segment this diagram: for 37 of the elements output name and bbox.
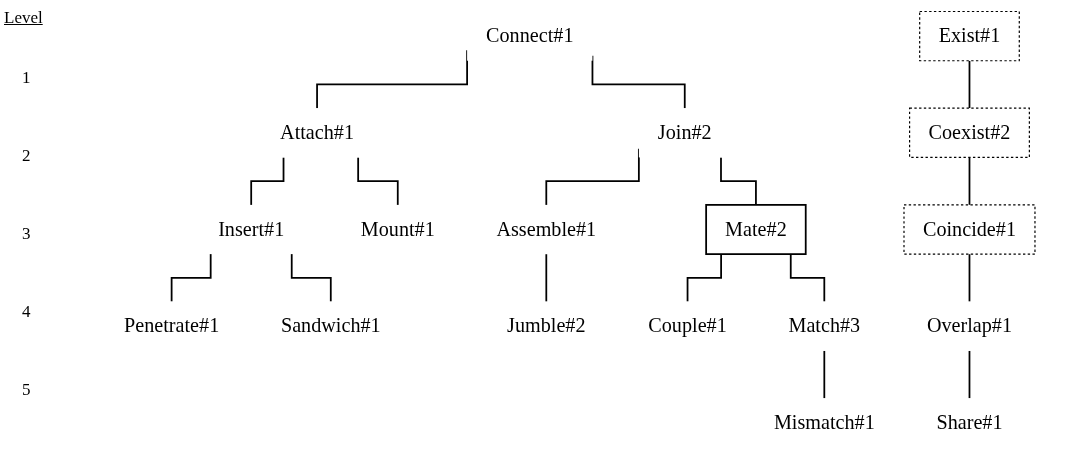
- node-text: Insert#1: [218, 217, 285, 241]
- connector: [290, 253, 332, 303]
- connector: [357, 156, 399, 206]
- node-box: Mate#2: [705, 204, 807, 255]
- node-text: Connect#1: [486, 24, 574, 48]
- connector: [968, 59, 971, 110]
- node-box: Exist#1: [919, 10, 1020, 62]
- level-number: 2: [22, 146, 31, 166]
- level-number: 1: [22, 68, 31, 88]
- node-text: Mismatch#1: [773, 411, 875, 434]
- axis-heading: Level: [4, 8, 43, 28]
- connector: [823, 349, 826, 400]
- node-text: Attach#1: [280, 121, 355, 144]
- connector: [545, 253, 548, 303]
- connector: [250, 156, 285, 206]
- connector: [789, 253, 826, 303]
- node-text: Overlap#1: [926, 314, 1013, 338]
- node-box: Coexist#2: [909, 107, 1030, 158]
- connector: [720, 156, 757, 206]
- node-text: Penetrate#1: [124, 314, 220, 338]
- connector: [968, 349, 971, 400]
- level-number: 4: [22, 302, 31, 322]
- node-text: Assemble#1: [496, 217, 597, 241]
- node-text: Jumble#2: [507, 314, 586, 338]
- node-text: Share#1: [936, 411, 1003, 434]
- node-text: Match#3: [788, 314, 861, 338]
- connector: [968, 253, 971, 303]
- connector: [170, 253, 212, 303]
- level-number: 3: [22, 224, 31, 244]
- node-text: Mount#1: [360, 217, 435, 241]
- level-number: 5: [22, 380, 31, 400]
- node-box: Coincide#1: [903, 204, 1036, 255]
- node-text: Join#2: [657, 121, 712, 144]
- node-text: Sandwich#1: [280, 314, 381, 338]
- node-text: Couple#1: [648, 314, 727, 338]
- connector: [968, 156, 971, 206]
- connector: [686, 253, 722, 303]
